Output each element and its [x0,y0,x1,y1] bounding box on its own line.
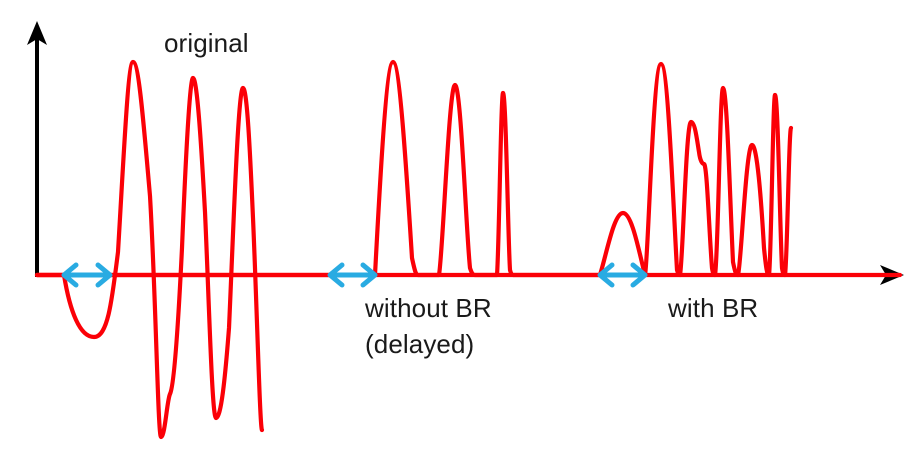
interval-with-br-left-arrowhead [597,262,615,288]
label-without-br-line2: (delayed) [365,329,474,359]
label-with-br: with BR [667,293,758,323]
interval-marker-with-br [597,262,648,288]
interval-original-right-arrowhead [95,262,113,288]
signal-path-without-br [34,59,903,278]
figure-labels: original without BR (delayed) with BR [164,28,758,359]
interval-without-br-left-arrowhead [327,262,345,288]
interval-without-br-right-arrowhead [360,262,378,288]
interval-original-left-arrowhead [61,262,79,288]
vertical-axis [27,21,47,275]
interval-marker-original [61,262,113,288]
signal-traces [34,59,903,440]
interval-with-br-right-arrowhead [630,262,648,288]
interval-marker-without-br [327,262,378,288]
signal-path-original [34,59,265,440]
vertical-axis-arrowhead [27,21,47,45]
label-without-br-line1: without BR [364,293,492,323]
label-original: original [164,28,249,58]
signal-path-with-br [34,61,794,278]
